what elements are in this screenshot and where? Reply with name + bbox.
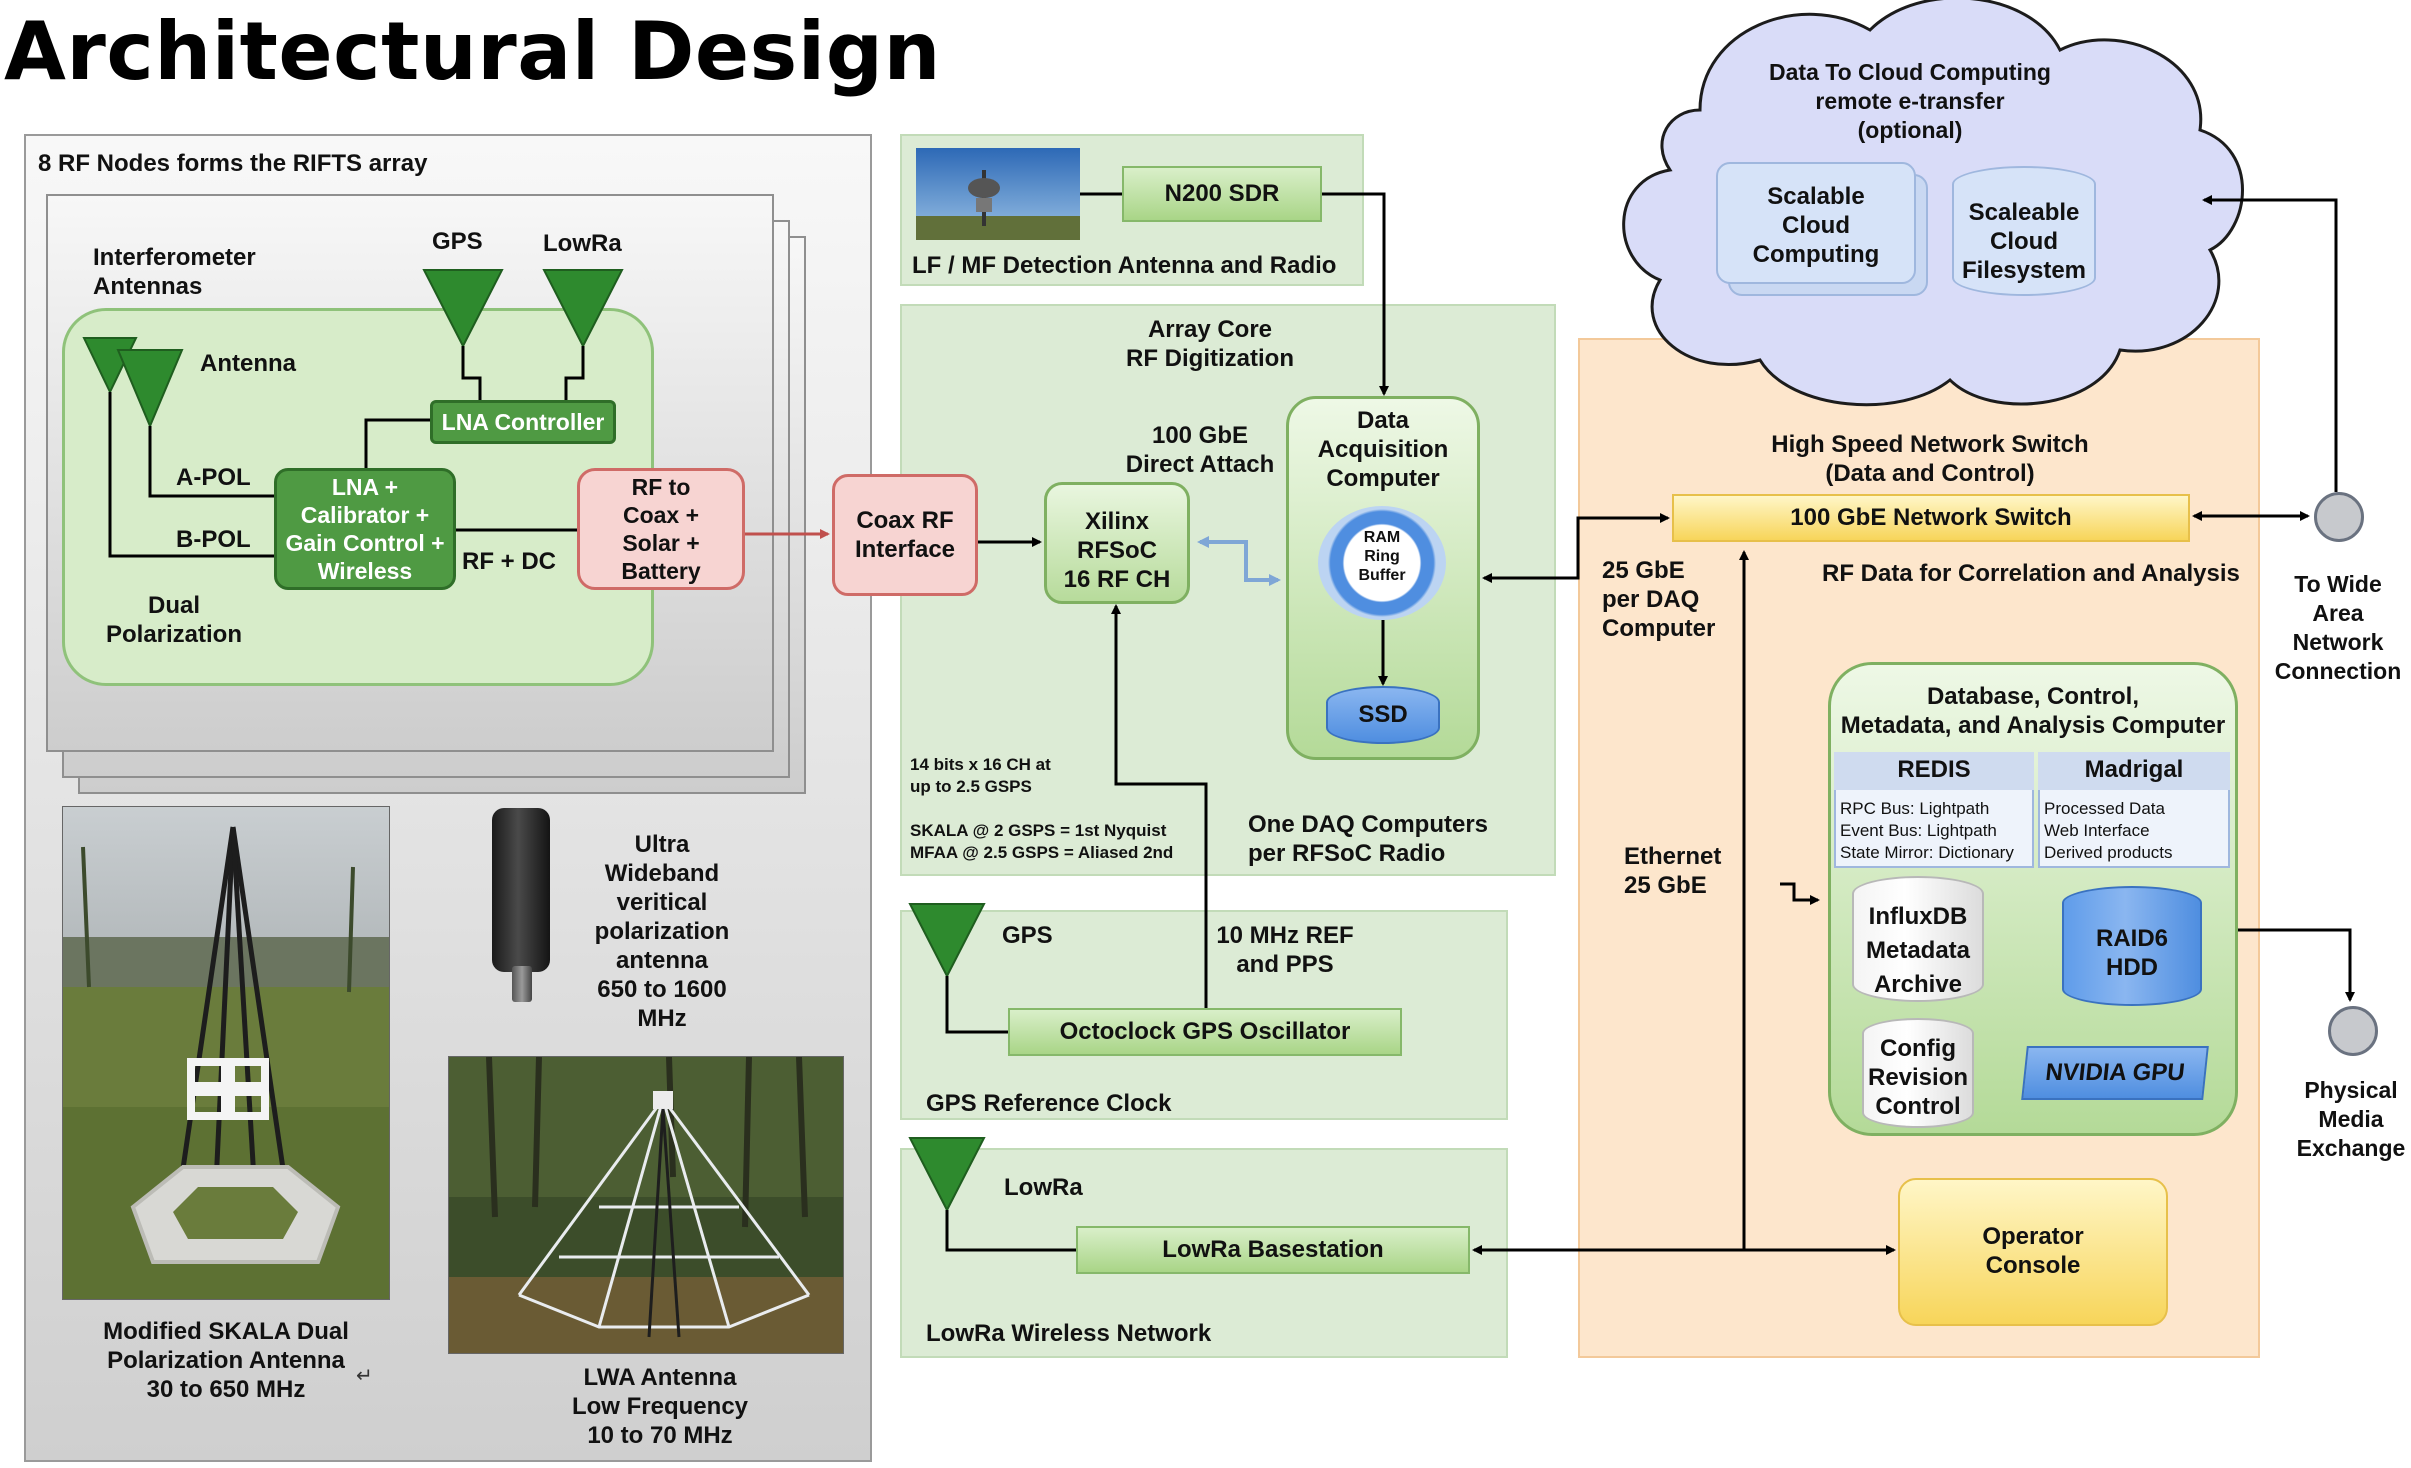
ram-ring-buffer — [1318, 506, 1446, 620]
scaleable-cloud-filesystem: Scaleable Cloud Filesystem — [1952, 166, 2096, 296]
lf-mf-label: LF / MF Detection Antenna and Radio — [912, 252, 1337, 279]
octoclock-box: Octoclock GPS Oscillator — [1008, 1008, 1402, 1056]
lowra-basestation-box: LowRa Basestation — [1076, 1226, 1470, 1274]
dual-polarization-label: Dual Polarization — [105, 592, 243, 648]
array-core-title: Array Core RF Digitization — [1126, 316, 1294, 372]
rf-to-coax-box: RF to Coax + Solar + Battery — [577, 468, 745, 590]
madrigal-title: Madrigal — [2038, 752, 2230, 790]
switch-title: High Speed Network Switch (Data and Cont… — [1771, 431, 2089, 487]
rf-dc-label: RF + DC — [462, 548, 557, 575]
madrigal-lines: Processed Data Web Interface Derived pro… — [2044, 799, 2173, 862]
nvidia-gpu-box: NVIDIA GPU — [2021, 1046, 2209, 1100]
uwb-antenna-connector — [512, 966, 532, 1002]
rf-nodes-panel-title: 8 RF Nodes forms the RIFTS array — [38, 150, 428, 177]
scalable-cloud-computing: Scalable Cloud Computing — [1716, 162, 1916, 284]
coax-rf-interface-box: Coax RF Interface — [832, 474, 978, 596]
gps-reference-clock-label: GPS Reference Clock — [926, 1090, 1172, 1117]
lowra-net-label: LowRa — [1004, 1174, 1083, 1201]
database-title: Database, Control, Metadata, and Analysi… — [1840, 683, 2226, 739]
lf-mf-antenna-photo — [916, 148, 1080, 240]
ethernet-label: Ethernet 25 GbE — [1624, 843, 1722, 899]
n200-sdr-box: N200 SDR — [1122, 166, 1322, 222]
operator-console-box: Operator Console — [1898, 1178, 2168, 1326]
gbe-per-daq-label: 25 GbE per DAQ Computer — [1602, 557, 1716, 642]
interferometer-antennas-label: Interferometer Antennas — [93, 244, 256, 300]
skala-caption: Modified SKALA Dual Polarization Antenna… — [103, 1318, 349, 1403]
influxdb-cylinder: InfluxDB Metadata Archive — [1852, 876, 1984, 1002]
gps-ref-gps-label: GPS — [1002, 922, 1053, 949]
redis-lines: RPC Bus: Lightpath Event Bus: Lightpath … — [1840, 799, 2014, 862]
physical-media-icon — [2328, 1006, 2378, 1056]
return-glyph: ↵ — [356, 1365, 373, 1387]
daq-title: Data Acquisition Computer — [1317, 407, 1449, 492]
ram-label: RAM Ring Buffer — [1358, 529, 1406, 584]
lwa-caption: LWA Antenna Low Frequency 10 to 70 MHz — [571, 1364, 749, 1449]
skala-antenna-photo — [62, 806, 390, 1300]
xilinx-rfsoc-box: Xilinx RFSoC 16 RF CH — [1044, 482, 1190, 604]
config-cylinder: Config Revision Control — [1862, 1018, 1974, 1128]
redis-title: REDIS — [1834, 752, 2034, 790]
bits-note: 14 bits x 16 CH at up to 2.5 GSPS — [910, 755, 1051, 796]
rf-data-label: RF Data for Correlation and Analysis — [1822, 560, 2240, 587]
lna-controller-box: LNA Controller — [430, 400, 616, 444]
b-pol-label: B-POL — [176, 526, 251, 553]
lwa-antenna-photo — [448, 1056, 844, 1354]
raid6-cylinder: RAID6 HDD — [2062, 886, 2202, 1006]
cloud-title: Data To Cloud Computing remote e-transfe… — [1769, 59, 2051, 143]
ssd-cylinder: SSD — [1326, 686, 1440, 744]
page-title: Architectural Design — [4, 5, 941, 98]
wan-connector-icon — [2314, 492, 2364, 542]
lowra-antenna-label: LowRa — [543, 230, 622, 257]
one-daq-note: One DAQ Computers per RFSoC Radio — [1248, 811, 1489, 867]
wan-label: To Wide Area Network Connection — [2274, 571, 2402, 684]
uwb-antenna-image — [492, 808, 550, 972]
direct-attach-label: 100 GbE Direct Attach — [1125, 422, 1275, 478]
lowra-wireless-label: LowRa Wireless Network — [926, 1320, 1212, 1347]
uwb-caption: Ultra Wideband veritical polarization an… — [594, 831, 730, 1032]
network-switch-box: 100 GbE Network Switch — [1672, 494, 2190, 542]
nyquist-note: SKALA @ 2 GSPS = 1st Nyquist MFAA @ 2.5 … — [910, 821, 1174, 862]
lna-calibrator-box: LNA + Calibrator + Gain Control + Wirele… — [274, 468, 456, 590]
physical-media-label: Physical Media Exchange — [2296, 1077, 2406, 1161]
antenna-label: Antenna — [200, 350, 296, 377]
gps-antenna-label: GPS — [432, 228, 483, 255]
a-pol-label: A-POL — [176, 464, 251, 491]
ref-pps-label: 10 MHz REF and PPS — [1216, 922, 1354, 978]
